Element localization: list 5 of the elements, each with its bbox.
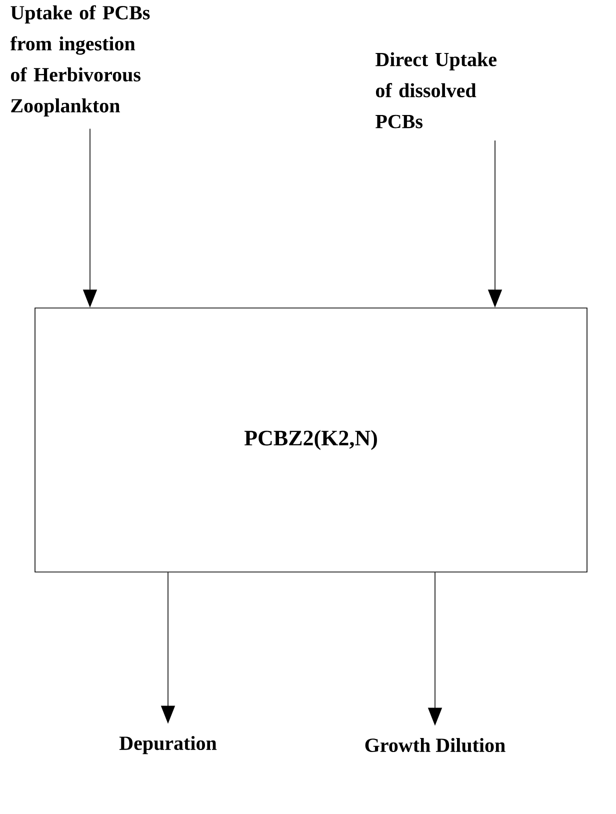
source-label: Uptake of PCBs from ingestion of Herbivorous Zooplankton bbox=[10, 5, 150, 117]
sink-label: Depuration bbox=[119, 736, 217, 754]
compartment-box: PCBZ2(K2,N) bbox=[34, 308, 588, 572]
source-label: Direct Uptake of dissolved PCBs bbox=[376, 52, 496, 128]
sink-label: Growth Dilution bbox=[365, 738, 506, 752]
